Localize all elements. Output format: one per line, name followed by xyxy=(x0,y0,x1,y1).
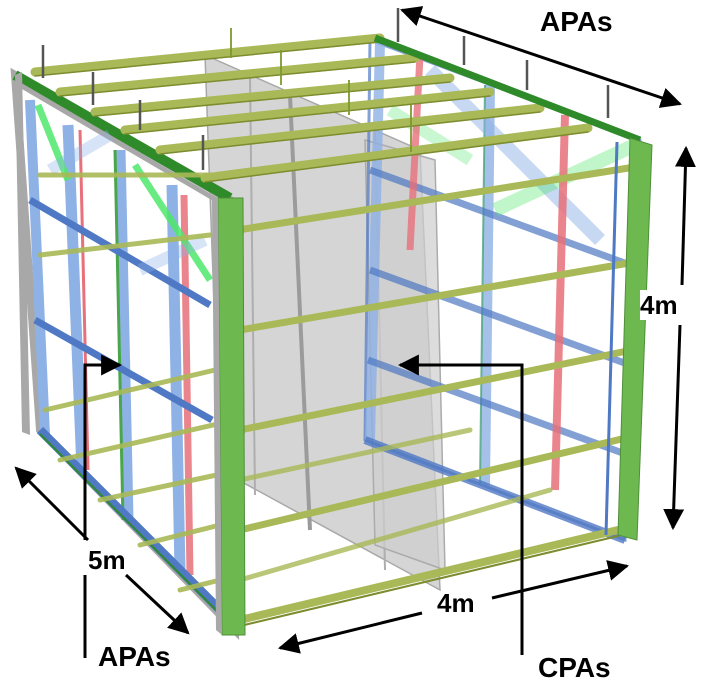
depth-arrow-upper xyxy=(14,466,90,542)
label-height: 4m xyxy=(640,290,678,320)
cpa-leader-line xyxy=(397,354,524,655)
height-arrow-upper xyxy=(674,145,696,286)
width-arrow-left xyxy=(277,611,423,654)
label-depth: 5m xyxy=(86,545,128,575)
label-apas-top: APAs xyxy=(540,6,613,37)
width-arrow-right xyxy=(491,560,630,600)
field-cage-beams xyxy=(30,33,639,627)
label-cpas: CPAs xyxy=(538,652,611,683)
front-green-posts xyxy=(15,72,653,636)
height-arrow-lower xyxy=(663,324,685,531)
apa-leader-line xyxy=(83,354,123,540)
label-width: 4m xyxy=(437,588,475,618)
dimension-arrows xyxy=(14,6,696,658)
apas-top-arrow xyxy=(400,6,682,108)
cpa-hanger-rods xyxy=(230,28,412,152)
depth-arrow-lower xyxy=(124,573,190,635)
label-apas-bottom: APAs xyxy=(98,641,171,672)
